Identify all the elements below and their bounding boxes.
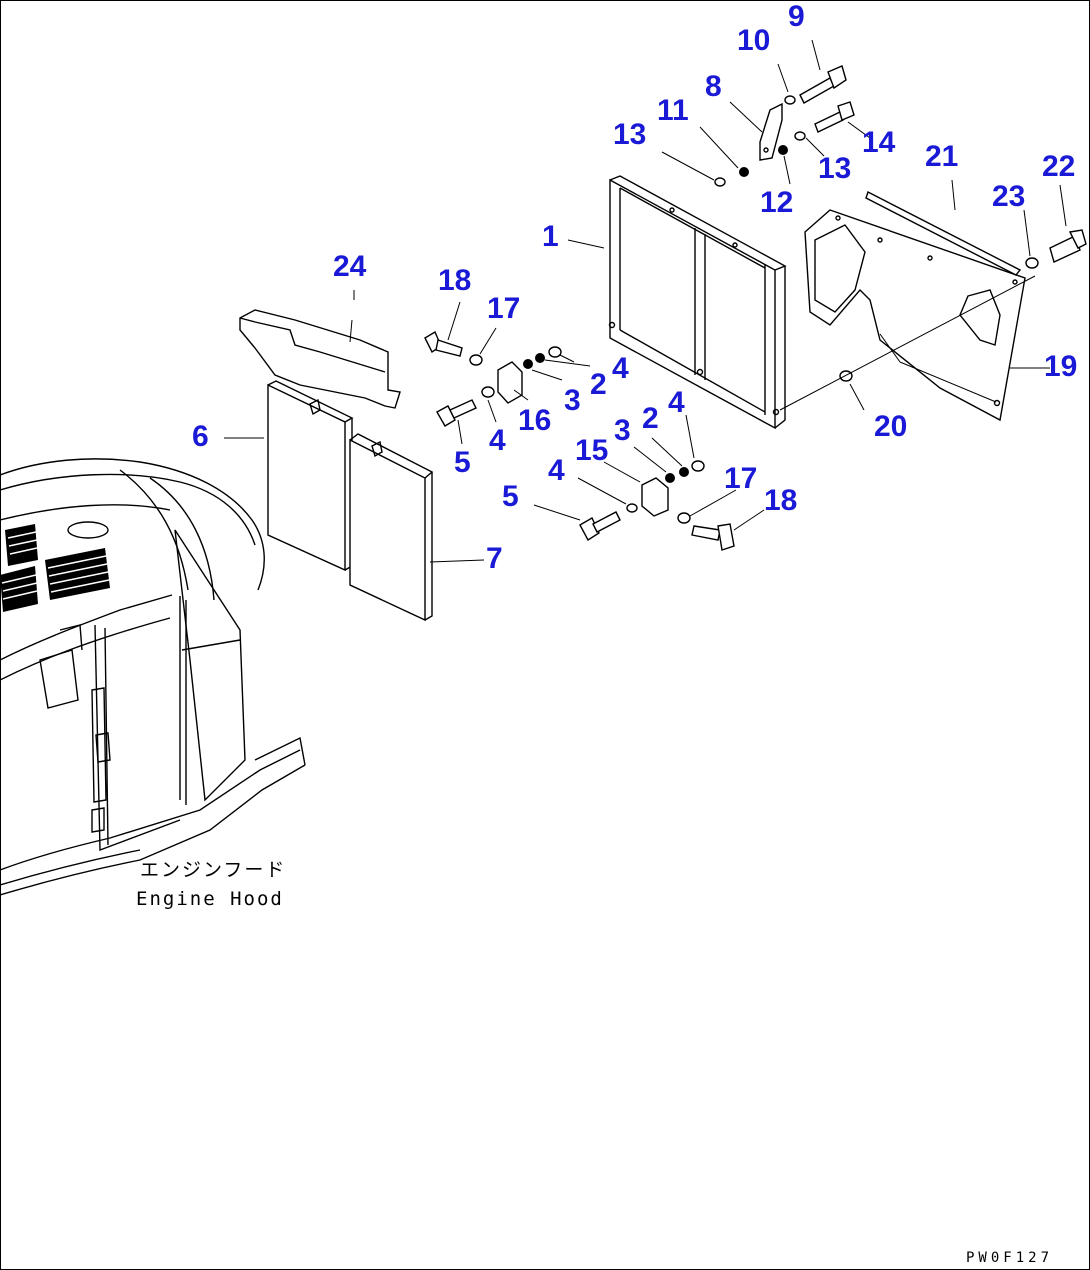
callout-18: 18 bbox=[438, 264, 471, 297]
leader-lines bbox=[224, 39, 1067, 563]
engine-hood bbox=[0, 458, 306, 896]
callout-4: 4 bbox=[668, 386, 685, 419]
callout-11: 11 bbox=[657, 94, 689, 127]
callout-16: 16 bbox=[518, 404, 551, 437]
part-7-pad bbox=[349, 433, 434, 622]
drawing-number: PW0F127 bbox=[966, 1250, 1053, 1266]
callout-7: 7 bbox=[486, 542, 503, 575]
callout-4: 4 bbox=[612, 352, 629, 385]
callout-19: 19 bbox=[1044, 350, 1077, 383]
callout-20: 20 bbox=[874, 410, 907, 443]
callout-13: 13 bbox=[818, 152, 851, 185]
part-6-pad bbox=[267, 380, 354, 572]
callout-3: 3 bbox=[614, 414, 631, 447]
callout-14: 14 bbox=[862, 126, 896, 159]
engine-hood-label-jp: エンジンフード bbox=[140, 859, 286, 881]
callout-8: 8 bbox=[705, 70, 722, 103]
callout-10: 10 bbox=[737, 24, 770, 57]
callout-4: 4 bbox=[489, 424, 506, 457]
fasteners bbox=[424, 65, 1087, 551]
callout-9: 9 bbox=[788, 0, 805, 33]
engine-hood-label-en: Engine Hood bbox=[136, 888, 284, 910]
callout-5: 5 bbox=[454, 446, 471, 479]
part-19-panel bbox=[804, 209, 1026, 422]
callout-2: 2 bbox=[642, 402, 659, 435]
part-1-bracket-frame bbox=[608, 175, 787, 430]
callout-24: 24 bbox=[333, 250, 367, 283]
callout-15: 15 bbox=[575, 434, 608, 467]
callout-labels: 9 10 8 11 13 14 13 12 21 22 23 1 24 18 1… bbox=[192, 0, 1077, 575]
callout-5: 5 bbox=[502, 480, 519, 513]
hood-vents bbox=[0, 524, 110, 612]
callout-17: 17 bbox=[487, 292, 520, 325]
callout-17: 17 bbox=[724, 462, 757, 495]
callout-18: 18 bbox=[764, 484, 797, 517]
callout-6: 6 bbox=[192, 420, 209, 453]
part-24-seal bbox=[239, 309, 401, 409]
part-21-strip bbox=[865, 191, 1022, 276]
callout-13: 13 bbox=[613, 118, 646, 151]
callout-22: 22 bbox=[1042, 150, 1075, 183]
callout-1: 1 bbox=[542, 220, 559, 253]
callout-3: 3 bbox=[564, 384, 581, 417]
callout-2: 2 bbox=[590, 368, 607, 401]
callout-21: 21 bbox=[925, 140, 958, 173]
callout-4: 4 bbox=[548, 454, 565, 487]
callout-12: 12 bbox=[760, 186, 793, 219]
callout-23: 23 bbox=[992, 180, 1025, 213]
